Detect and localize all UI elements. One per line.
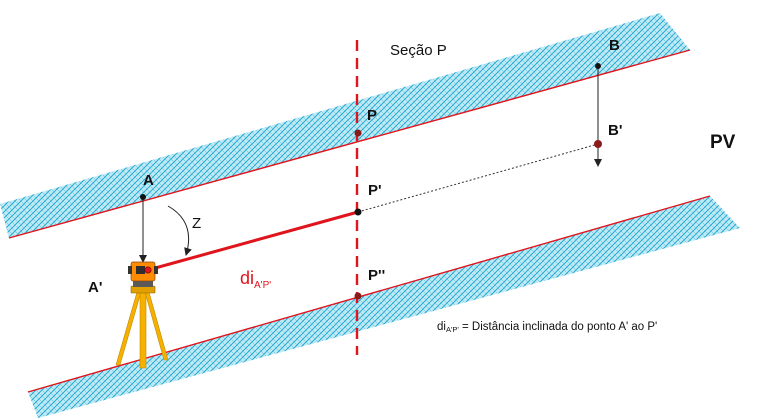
legend: diA'P' = Distância inclinada do ponto A'… — [437, 321, 657, 334]
upper-surface-line — [8, 49, 691, 239]
label-p: P — [367, 107, 377, 124]
dotted-line-p-prime-b-prime — [357, 143, 599, 213]
distance-label: diA'P' — [240, 268, 271, 291]
lower-surface-line — [27, 195, 711, 393]
distance-label-sub: A'P' — [254, 280, 271, 291]
plane-label: PV — [710, 132, 736, 153]
point-p-prime-marker — [354, 208, 362, 216]
inclined-distance-line — [147, 210, 359, 272]
legend-text: = Distância inclinada do ponto A' ao P' — [459, 321, 657, 333]
point-a-marker — [140, 194, 146, 200]
legend-symbol-main: di — [437, 321, 446, 333]
label-p-double-prime: P'' — [368, 267, 385, 284]
label-b-prime: B' — [608, 122, 622, 139]
upper-terrain-hatch — [0, 13, 690, 238]
label-b: B — [609, 37, 620, 54]
angle-label: Z — [192, 215, 201, 232]
lower-terrain-hatch — [28, 196, 740, 418]
label-a-prime: A' — [88, 279, 102, 296]
legend-symbol-sub: A'P' — [446, 325, 459, 334]
total-station-icon — [115, 261, 169, 369]
point-p-marker — [354, 129, 362, 137]
point-b-marker — [595, 63, 601, 69]
section-label: Seção P — [390, 42, 447, 59]
zenith-angle-arc — [167, 205, 192, 256]
label-p-prime: P' — [368, 182, 382, 199]
distance-label-main: di — [240, 268, 254, 288]
point-b-prime-marker — [594, 140, 602, 148]
point-p-double-prime-marker — [354, 292, 362, 300]
label-a: A — [143, 172, 154, 189]
